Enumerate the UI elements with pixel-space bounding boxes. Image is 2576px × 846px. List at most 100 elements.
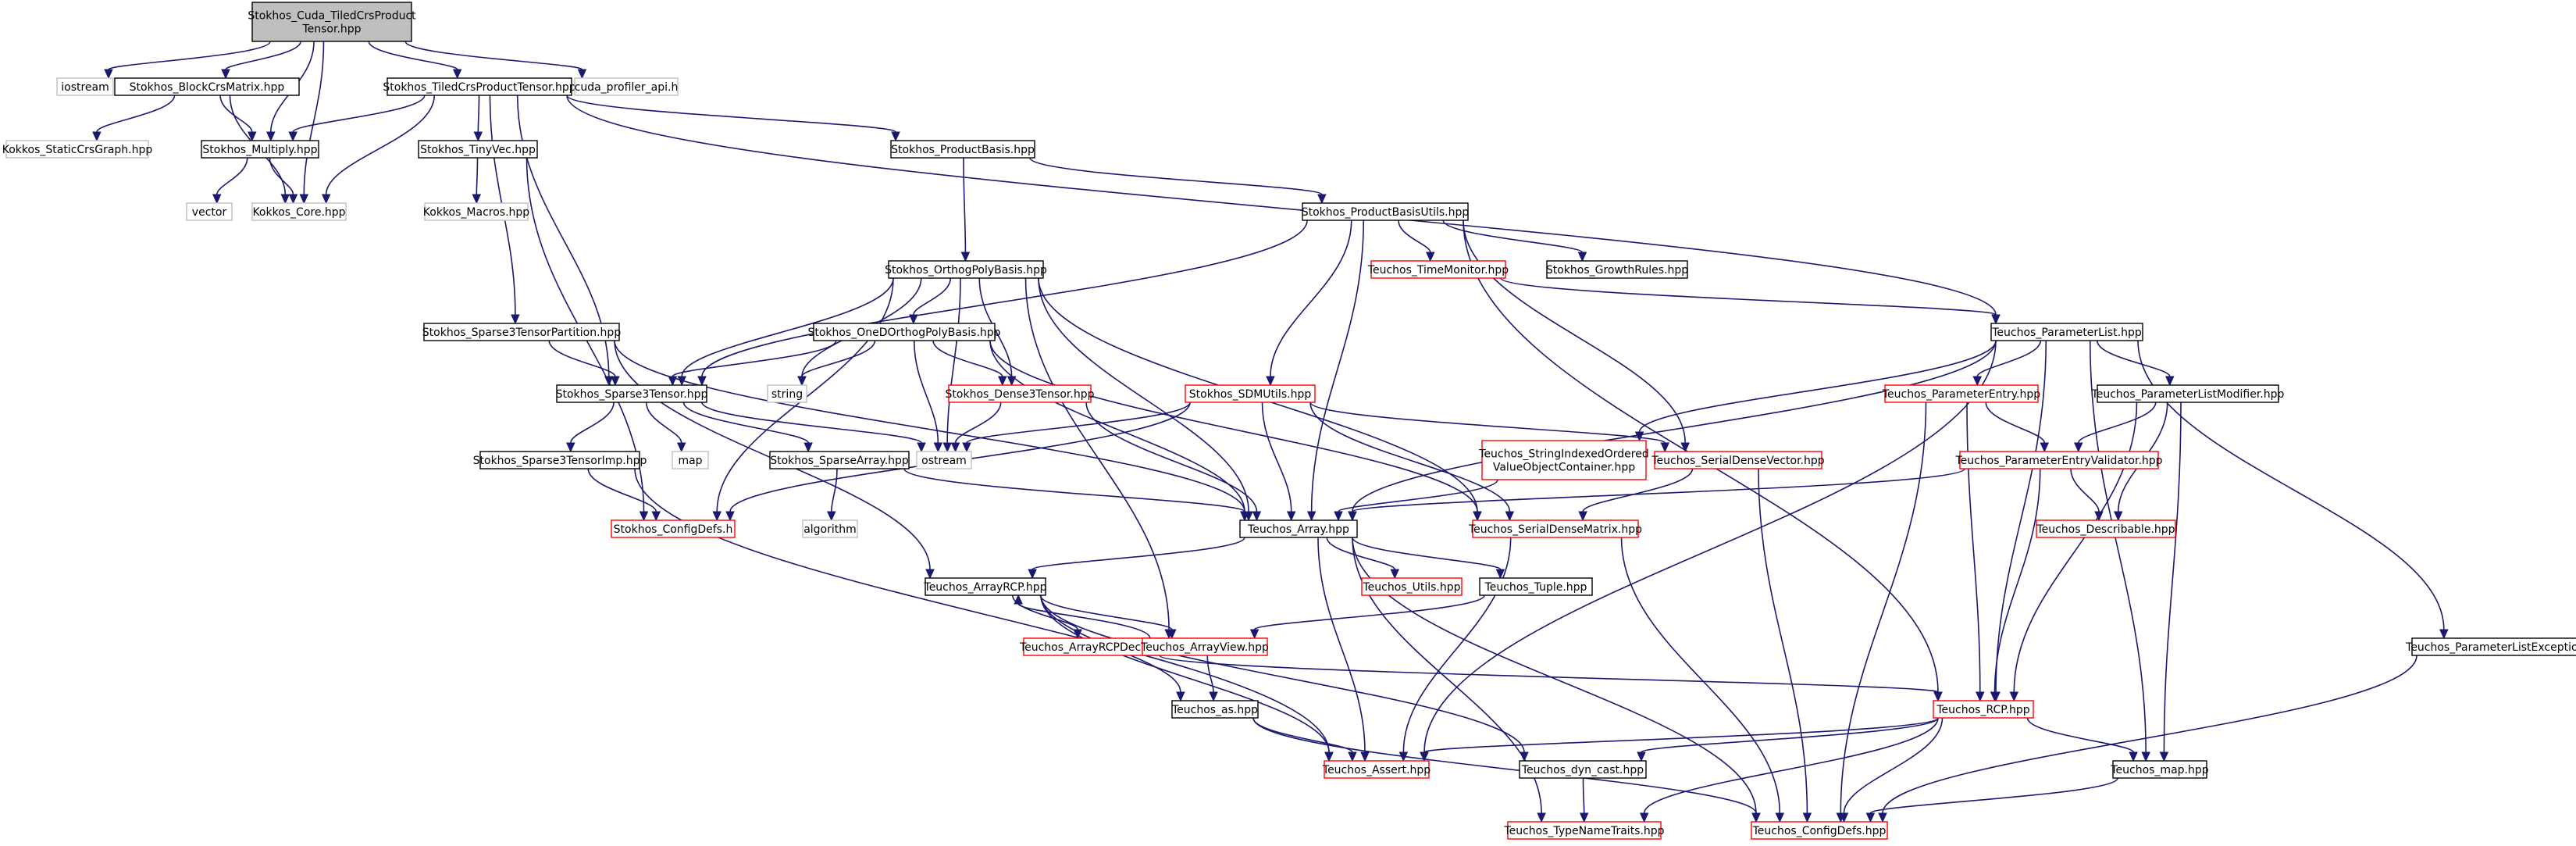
node-plexceptions[interactable]: Teuchos_ParameterListExceptions.hpp (2405, 637, 2576, 656)
node-label: Teuchos_ArrayRCPDecl.hpp (1019, 641, 1168, 654)
node-utils[interactable]: Teuchos_Utils.hpp (1361, 577, 1463, 596)
node-vector: vector (186, 202, 233, 221)
node-label: Teuchos_TypeNameTraits.hpp (1503, 825, 1664, 837)
node-pbutils[interactable]: Stokhos_ProductBasisUtils.hpp (1302, 202, 1470, 221)
edge-array-to-assert (1317, 537, 1370, 762)
node-tiledcrs[interactable]: Stokhos_TiledCrsProductTensor.hpp (383, 77, 576, 96)
node-label: Teuchos_map.hpp (2110, 764, 2208, 776)
node-label: Teuchos_ParameterListExceptions.hpp (2405, 641, 2576, 654)
node-multiply[interactable]: Stokhos_Multiply.hpp (201, 140, 319, 159)
edge-arrowhead (1775, 812, 1785, 823)
edge-paramlist-to-paramentry (1972, 340, 2042, 387)
edge-timemonitor-to-paramlist (1500, 277, 2001, 325)
node-box (1933, 700, 2034, 719)
node-configdefs_t[interactable]: Teuchos_ConfigDefs.hpp (1751, 821, 1888, 840)
edge-root-to-cudaprof (404, 41, 587, 80)
node-productbasis[interactable]: Stokhos_ProductBasis.hpp (890, 140, 1035, 159)
node-onedortho[interactable]: Stokhos_OneDOrthogPolyBasis.hpp (807, 323, 1001, 341)
node-s3tensor[interactable]: Stokhos_Sparse3Tensor.hpp (556, 384, 708, 403)
node-label: Stokhos_SparseArray.hpp (770, 455, 909, 467)
node-dyncast[interactable]: Teuchos_dyn_cast.hpp (1519, 760, 1647, 779)
node-s3partition[interactable]: Stokhos_Sparse3TensorPartition.hpp (422, 323, 622, 341)
edge-s3imp-to-configdefs_s (587, 468, 661, 522)
edge-paramlist-to-assert (1420, 340, 1997, 762)
node-label: ostream (921, 455, 967, 467)
node-describable[interactable]: Teuchos_Describable.hpp (2036, 519, 2176, 538)
node-dense3[interactable]: Stokhos_Dense3Tensor.hpp (946, 384, 1095, 403)
node-root[interactable]: Stokhos_Cuda_TiledCrsProductTensor.hpp (248, 2, 416, 42)
node-box (1990, 323, 2143, 341)
edge-arrayview-to-arrayrcp (1014, 594, 1151, 639)
edge-arrowhead (566, 442, 575, 453)
node-sparsearray[interactable]: Stokhos_SparseArray.hpp (769, 451, 910, 469)
node-configdefs_s[interactable]: Stokhos_ConfigDefs.h (611, 519, 736, 538)
edge-line (1463, 220, 1686, 444)
node-blockcrs[interactable]: Stokhos_BlockCrsMatrix.hpp (114, 77, 300, 96)
edge-pbutils-to-array (1306, 220, 1365, 522)
edge-arrowhead (1991, 314, 2001, 325)
node-growthrules[interactable]: Stokhos_GrowthRules.hpp (1546, 260, 1688, 279)
node-s3imp[interactable]: Stokhos_Sparse3TensorImp.hpp (473, 451, 647, 469)
node-plmodifier[interactable]: Teuchos_ParameterListModifier.hpp (2091, 384, 2285, 403)
node-rcp[interactable]: Teuchos_RCP.hpp (1933, 700, 2034, 719)
node-label: Teuchos_ConfigDefs.hpp (1752, 825, 1887, 837)
node-array[interactable]: Teuchos_Array.hpp (1239, 519, 1358, 538)
node-label: Stokhos_Sparse3TensorImp.hpp (473, 455, 647, 467)
edge-arrowhead (1348, 751, 1357, 762)
edge-onedortho-to-dense3 (932, 340, 1007, 387)
edge-line (1882, 655, 2417, 814)
node-assert[interactable]: Teuchos_Assert.hpp (1322, 760, 1431, 779)
node-tuple[interactable]: Teuchos_Tuple.hpp (1479, 577, 1593, 596)
edge-orthopoly-to-onedortho (909, 277, 952, 325)
node-stringindexed[interactable]: Teuchos_StringIndexedOrderedValueObjectC… (1478, 440, 1649, 480)
edge-arrowhead (212, 194, 222, 205)
edge-arrayrcp-to-arrayview (1039, 594, 1177, 640)
edge-plexceptions-to-configdefs_t (1878, 655, 2417, 823)
node-paramlist[interactable]: Teuchos_ParameterList.hpp (1990, 323, 2143, 341)
edge-pbutils-to-serialvec (1463, 220, 1690, 453)
node-serialmat[interactable]: Teuchos_SerialDenseMatrix.hpp (1468, 519, 1642, 538)
edge-line (1352, 340, 1997, 512)
edge-arrowhead (1751, 812, 1761, 823)
node-label: Teuchos_ArrayView.hpp (1140, 641, 1269, 654)
edge-sdmutils-to-ostream (962, 402, 1191, 453)
node-label: string (771, 388, 803, 401)
edge-serialvec-to-configdefs_t (1758, 468, 1812, 823)
edge-line (672, 340, 837, 377)
node-arrayview[interactable]: Teuchos_ArrayView.hpp (1140, 637, 1269, 656)
edge-line (1500, 277, 1997, 316)
edge-line (1039, 594, 1173, 630)
node-sdmutils[interactable]: Stokhos_SDMUtils.hpp (1185, 384, 1316, 403)
edge-sparsearray-to-algorithm (827, 468, 838, 522)
node-serialvec[interactable]: Teuchos_SerialDenseVector.hpp (1651, 451, 1825, 469)
edge-arrowhead (1306, 511, 1317, 522)
node-box (387, 77, 572, 96)
node-paramentry[interactable]: Teuchos_ParameterEntry.hpp (1882, 384, 2040, 403)
edge-paramentry-to-validator (1985, 402, 2050, 453)
node-label: Kokkos_Macros.hpp (423, 206, 529, 219)
node-box (1519, 760, 1647, 779)
edge-as-to-configdefs_t (1252, 717, 1761, 823)
node-box (1481, 440, 1647, 480)
edge-arrayview-to-as (1206, 655, 1218, 702)
node-timemonitor[interactable]: Teuchos_TimeMonitor.hpp (1367, 260, 1509, 279)
node-arrayrcpdecl[interactable]: Teuchos_ArrayRCPDecl.hpp (1019, 637, 1168, 656)
node-label: Teuchos_ParameterEntryValidator.hpp (1954, 455, 2162, 467)
edge-arrowhead (1209, 691, 1218, 702)
edge-arrowhead (651, 511, 661, 522)
edge-line (1270, 220, 1352, 377)
edge-line (1993, 468, 2041, 693)
edge-arrowhead (321, 194, 331, 205)
node-orthopoly[interactable]: Stokhos_OrthogPolyBasis.hpp (885, 260, 1047, 279)
edge-line (1252, 717, 1757, 814)
edge-stringindexed-to-array (1334, 479, 1498, 522)
node-arrayrcp[interactable]: Teuchos_ArrayRCP.hpp (924, 577, 1047, 596)
node-label: Teuchos_Utils.hpp (1363, 581, 1461, 594)
node-typename[interactable]: Teuchos_TypeNameTraits.hpp (1503, 821, 1665, 840)
edge-plmodifier-to-validator (2073, 402, 2157, 453)
node-as[interactable]: Teuchos_as.hpp (1171, 700, 1259, 719)
node-validator[interactable]: Teuchos_ParameterEntryValidator.hpp (1954, 451, 2163, 469)
node-box (1472, 519, 1639, 538)
node-tinyvec[interactable]: Stokhos_TinyVec.hpp (418, 140, 538, 159)
node-tmap[interactable]: Teuchos_map.hpp (2110, 760, 2209, 779)
